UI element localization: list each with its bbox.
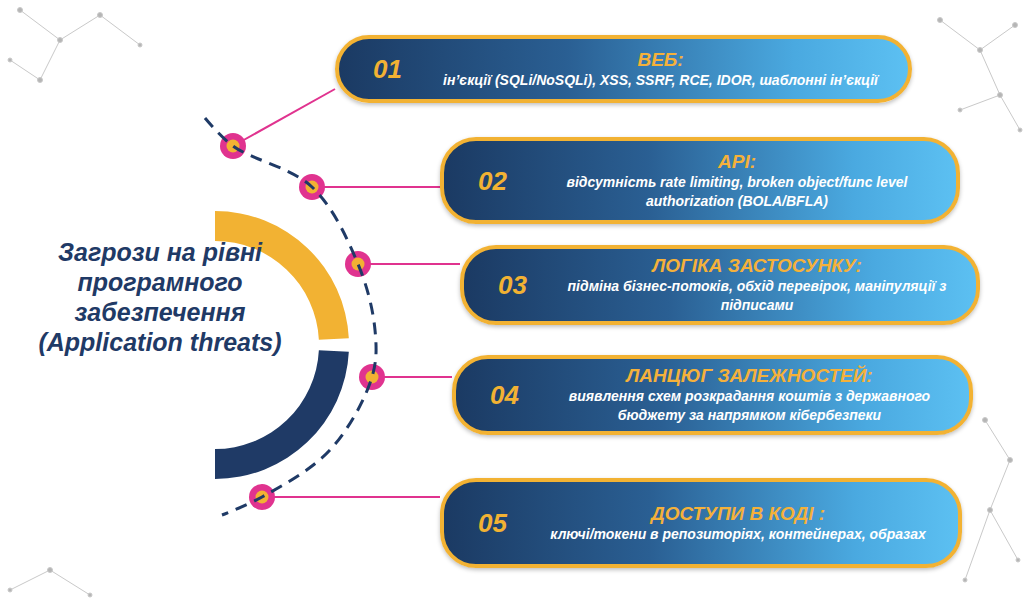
threat-box: 02 API:відсутність rate limiting, broken … bbox=[440, 137, 960, 224]
box-text-column: API:відсутність rate limiting, broken ob… bbox=[544, 141, 930, 220]
box-heading: ВЕБ: bbox=[637, 49, 683, 71]
box-body-text: виявлення схем розкрадання коштів з держ… bbox=[556, 387, 943, 425]
dot-ring bbox=[345, 251, 371, 277]
connector-dot bbox=[345, 251, 371, 277]
connector-dot bbox=[359, 364, 385, 390]
box-body-text: ін’єкції (SQLi/NoSQLi), XSS, SSRF, RCE, … bbox=[443, 71, 878, 90]
connector-line bbox=[372, 376, 452, 378]
dot-center bbox=[352, 258, 365, 271]
hub-title: Загрози на рівні програмного забезпеченн… bbox=[8, 237, 312, 357]
connector-line bbox=[358, 263, 460, 265]
callout-number: 02 bbox=[478, 165, 507, 196]
threat-box: 01 ВЕБ:ін’єкції (SQLi/NoSQLi), XSS, SSRF,… bbox=[335, 35, 912, 103]
callout-number: 01 bbox=[373, 54, 402, 85]
callout-number: 04 bbox=[490, 380, 519, 411]
box-heading: ЛАНЦЮГ ЗАЛЕЖНОСТЕЙ: bbox=[626, 365, 872, 387]
threat-box: 05 ДОСТУПИ В КОДІ :ключі/токени в репозит… bbox=[440, 478, 962, 568]
box-text-column: ВЕБ:ін’єкції (SQLi/NoSQLi), XSS, SSRF, R… bbox=[439, 39, 882, 99]
central-hub: Загрози на рівні програмного забезпеченн… bbox=[0, 110, 400, 530]
box-text-column: ДОСТУПИ В КОДІ :ключі/токени в репозитор… bbox=[544, 482, 932, 564]
callout-number: 05 bbox=[478, 508, 507, 539]
callout-number: 03 bbox=[498, 270, 527, 301]
box-text-column: ЛОГІКА ЗАСТОСУНКУ:підміна бізнес-потоків… bbox=[564, 249, 950, 321]
box-text-column: ЛАНЦЮГ ЗАЛЕЖНОСТЕЙ:виявлення схем розкра… bbox=[556, 359, 943, 431]
network-pattern bbox=[8, 8, 1022, 598]
connector-line bbox=[312, 186, 440, 188]
connector-line bbox=[233, 89, 335, 146]
box-body-text: відсутність rate limiting, broken object… bbox=[544, 173, 930, 211]
threat-box: 04 ЛАНЦЮГ ЗАЛЕЖНОСТЕЙ:виявлення схем розк… bbox=[452, 355, 973, 435]
box-heading: API: bbox=[718, 151, 756, 173]
threat-box: 03 ЛОГІКА ЗАСТОСУНКУ:підміна бізнес-поток… bbox=[460, 245, 980, 325]
box-heading: ДОСТУПИ В КОДІ : bbox=[651, 503, 825, 525]
navy-arc bbox=[215, 350, 349, 479]
connector-line bbox=[262, 496, 440, 498]
box-body-text: ключі/токени в репозиторіях, контейнерах… bbox=[550, 525, 926, 544]
box-body-text: підміна бізнес-потоків, обхід перевірок,… bbox=[564, 277, 950, 315]
dot-ring bbox=[359, 364, 385, 390]
box-heading: ЛОГІКА ЗАСТОСУНКУ: bbox=[652, 255, 862, 277]
